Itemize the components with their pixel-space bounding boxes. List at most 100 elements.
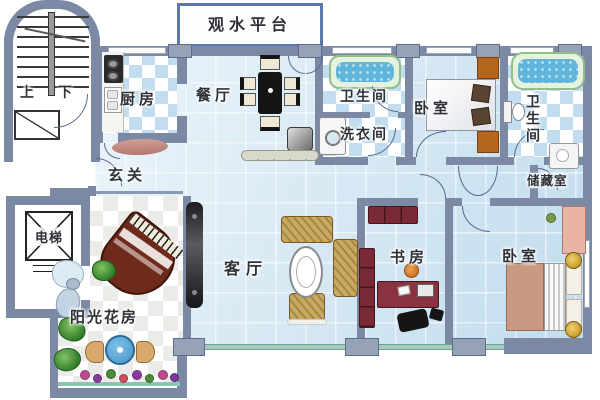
pillow-dark <box>470 106 492 127</box>
wall-hall-bottom-c <box>490 198 592 206</box>
pillow <box>566 265 582 295</box>
dining-chair <box>260 55 280 70</box>
wall-bedroomtop-bottom-b <box>446 157 508 165</box>
armchair-mat <box>287 319 327 325</box>
study-sofa <box>368 206 418 224</box>
stairwell: 上 下 <box>4 0 100 162</box>
decor-dot <box>546 213 556 223</box>
flower <box>132 370 142 380</box>
wall-bedroomtop-bottom-a <box>405 157 416 165</box>
elevator-door-gap <box>81 266 90 300</box>
room-label-living: 客厅 <box>224 259 269 278</box>
platform-label: 观水平台 <box>207 15 292 34</box>
flower <box>158 370 168 380</box>
flower <box>119 374 128 383</box>
sink-bowl <box>556 149 569 162</box>
stove-burner <box>107 59 119 69</box>
wall-sunroom-bottom <box>50 388 187 398</box>
stairs-landing <box>14 110 60 140</box>
sideboard <box>241 150 319 161</box>
bedside-lamp <box>565 321 582 338</box>
window <box>332 47 392 54</box>
pillar <box>173 338 205 356</box>
bathtub <box>511 52 585 90</box>
wall-laundry-bottom-b <box>396 157 413 165</box>
wall-sunroom-right-lower <box>177 356 187 390</box>
elevator-label: 电梯 <box>34 226 63 246</box>
stairs-up-label: 上 <box>20 85 34 101</box>
bathtub <box>329 55 401 89</box>
pillow-dark <box>470 83 492 104</box>
wall-bath2-bottom-a <box>500 157 514 165</box>
toilet-bowl <box>512 103 525 121</box>
sofa-top <box>281 216 333 243</box>
dining-chair <box>260 116 280 131</box>
bathtub-water <box>518 59 578 83</box>
room-label-laundry: 洗衣间 <box>340 127 388 143</box>
toilet-tank <box>503 101 512 123</box>
wall-kitchen-bottom-b <box>118 133 187 143</box>
room-label-study: 书房 <box>390 248 429 266</box>
room-label-entry: 玄关 <box>108 166 147 184</box>
room-label-kitchen: 厨房 <box>120 90 159 108</box>
wall-laundry-bottom-a <box>315 157 368 165</box>
dining-candle <box>268 88 273 93</box>
dining-chair <box>240 77 256 90</box>
wall-storage-left-b <box>530 188 538 198</box>
flower <box>93 374 102 383</box>
laptop <box>417 284 434 297</box>
window <box>426 47 472 54</box>
wall-bath1-divider-b <box>398 112 405 118</box>
wall-bath1-divider-a <box>323 112 370 118</box>
rockery-stone <box>66 278 80 290</box>
room-label-storage: 储藏室 <box>527 173 568 188</box>
dining-table <box>258 72 282 114</box>
nightstand <box>477 131 499 153</box>
globe <box>404 263 419 278</box>
stove-burner <box>107 71 119 81</box>
bed-bottom-blanket <box>506 263 544 331</box>
room-label-bath-top: 卫生间 <box>340 89 388 105</box>
wall-entry-sunroom <box>50 188 96 196</box>
stairs-rail <box>48 12 55 96</box>
wall-storage-left-a <box>530 165 538 173</box>
wall-bedroombottom-bottom <box>504 338 592 354</box>
wall-hall-bottom-a <box>357 198 418 206</box>
elevator-shaft: 电梯 <box>6 196 90 318</box>
wall-bedroomtop-left <box>405 46 413 157</box>
bedside-lamp <box>565 252 582 269</box>
dining-chair <box>284 93 300 106</box>
elevator-door-lines <box>33 265 65 272</box>
window <box>108 47 166 54</box>
sink-basin <box>107 90 118 99</box>
sofa-side <box>333 239 358 297</box>
bookshelf <box>359 248 375 328</box>
dining-chair <box>240 93 256 106</box>
tv-panel <box>186 202 203 308</box>
room-label-bedroom-top: 卧室 <box>414 99 453 117</box>
room-label-bedroom-right: 卧室 <box>502 247 541 265</box>
window <box>584 240 590 308</box>
pillar <box>452 338 486 356</box>
sunroom-window-line <box>58 382 180 386</box>
pillar <box>396 44 420 58</box>
round-table-dot <box>117 347 123 353</box>
room-label-sunroom: 阳光花房 <box>70 308 139 326</box>
room-label-dining: 餐厅 <box>196 86 235 104</box>
coffee-table-inner <box>296 256 316 288</box>
wall-kitchen-right-upper <box>177 46 187 84</box>
washer-door <box>325 130 341 146</box>
pillar <box>345 338 379 356</box>
flower <box>80 370 90 380</box>
bathtub-water <box>336 62 394 82</box>
dining-chair <box>284 77 300 90</box>
dresser <box>562 206 586 254</box>
tv-speaker-dot <box>192 290 197 295</box>
wall-bath1-left <box>315 46 323 157</box>
sunroom-chair <box>85 341 104 363</box>
flower <box>106 369 116 379</box>
tv-cabinet <box>287 127 313 151</box>
water-viewing-platform <box>177 3 323 47</box>
sunroom-chair <box>136 341 155 363</box>
